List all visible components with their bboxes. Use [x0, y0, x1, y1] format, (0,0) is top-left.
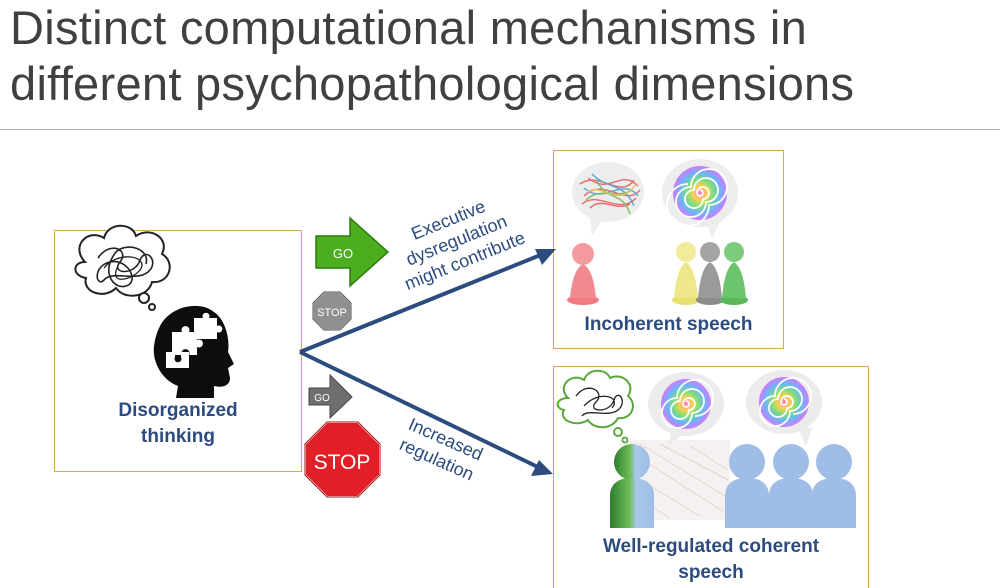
bottom-caption-line-1: Well-regulated coherent	[602, 536, 820, 557]
person-figure-blue-2-icon	[769, 444, 813, 528]
pawn-figure-yellow-icon	[672, 242, 700, 305]
tangled-thought-bubble-icon	[74, 224, 171, 311]
spiral-speech-bubble-icon	[662, 159, 738, 238]
lower-arrow	[299, 350, 553, 476]
left-caption-line-1: Disorganized	[118, 400, 238, 421]
title-divider	[0, 129, 1000, 130]
go-small-text: GO	[314, 393, 330, 404]
spiral-speech-bubble-2-icon	[648, 372, 724, 446]
title-line-2: different psychopathological dimensions	[10, 57, 855, 110]
person-figure-blue-1-icon	[725, 444, 769, 528]
scribble-speech-bubble-icon	[572, 162, 644, 236]
pawn-figure-green-icon	[720, 242, 748, 305]
top-caption-text: Incoherent speech	[584, 314, 753, 335]
pawn-figure-red-icon	[567, 243, 599, 305]
upper-arrow-label: Executive dysregulation might contribute	[402, 196, 528, 294]
green-tangled-thought-bubble-icon	[556, 369, 634, 444]
head-puzzle-icon	[153, 305, 234, 398]
stop-sign-small-icon: STOP	[312, 291, 352, 331]
stop-large-text: STOP	[314, 451, 371, 474]
slide-title: Distinct computational mechanisms in dif…	[10, 0, 995, 112]
stop-sign-large-icon: STOP	[304, 421, 381, 498]
lower-arrow-label: Increased regulation	[397, 414, 486, 485]
title-line-1: Distinct computational mechanisms in	[10, 1, 808, 54]
person-figure-blue-3-icon	[812, 444, 856, 528]
bottom-caption-line-2: speech	[678, 562, 744, 583]
go-large-text: GO	[333, 246, 353, 261]
spiral-speech-bubble-3-icon	[746, 370, 822, 446]
go-arrow-gray-icon: GO	[308, 373, 353, 420]
left-caption-line-2: thinking	[141, 426, 215, 447]
stop-small-text: STOP	[317, 307, 347, 319]
pawn-figure-gray-icon	[696, 242, 724, 305]
person-figure-green-icon	[610, 444, 654, 528]
incoherent-speech-caption: Incoherent speech	[553, 312, 784, 338]
disorganized-thinking-caption: Disorganized thinking	[54, 398, 302, 450]
upper-arrow	[299, 249, 556, 354]
coherent-speech-caption: Well-regulated coherent speech	[553, 534, 869, 586]
go-arrow-green-icon: GO	[315, 216, 390, 288]
